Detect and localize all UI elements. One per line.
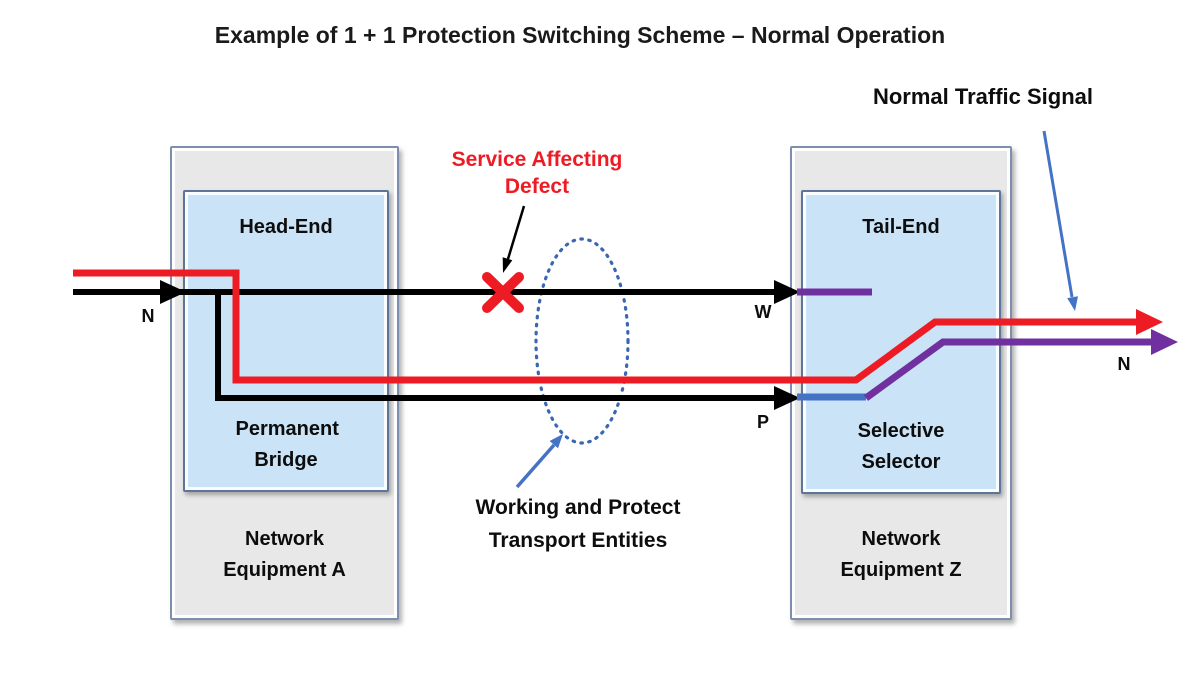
transport-entities-ellipse bbox=[534, 237, 630, 445]
input-signal-label: N bbox=[141, 306, 155, 326]
defect-pointer-arrow bbox=[506, 205, 526, 260]
service-affecting-defect-line1: Service Affecting bbox=[451, 148, 623, 171]
transport-entities-line2: Transport Entities bbox=[488, 529, 668, 552]
selective-selector-label: Selective Selector bbox=[857, 420, 945, 473]
transport-entities-label: Working and Protect Transport Entities bbox=[428, 491, 728, 557]
transport-entities-line1: Working and Protect bbox=[475, 496, 681, 519]
traffic-pointer-arrowhead-icon bbox=[1067, 296, 1078, 311]
red-output-arrowhead-icon bbox=[1136, 309, 1163, 335]
protection-signal-label: P bbox=[756, 412, 769, 432]
defect-pointer-arrowhead-icon bbox=[502, 257, 513, 273]
head-end-label: Head-End bbox=[239, 216, 333, 238]
traffic-pointer-arrow bbox=[1042, 130, 1074, 298]
defect-x-icon bbox=[482, 272, 524, 313]
network-equipment-z-label: Network Equipment Z bbox=[840, 528, 962, 581]
network-equipment-a-label: Network Equipment A bbox=[223, 528, 346, 581]
tail-end-box: Tail-End Selective Selector bbox=[801, 190, 1001, 494]
network-equipment-a-box: Head-End Permanent Bridge Network Equipm… bbox=[170, 146, 399, 620]
service-affecting-defect-label: Service Affecting Defect bbox=[412, 146, 662, 200]
head-end-box: Head-End Permanent Bridge bbox=[183, 190, 389, 492]
ellipse-pointer-arrowhead-icon bbox=[549, 434, 563, 449]
tail-end-label: Tail-End bbox=[862, 216, 940, 238]
ellipse-pointer-arrow bbox=[515, 443, 556, 489]
normal-traffic-signal-label: Normal Traffic Signal bbox=[872, 84, 1094, 109]
permanent-bridge-label: Permanent Bridge bbox=[235, 418, 339, 471]
working-signal-label: W bbox=[754, 302, 772, 322]
purple-output-arrowhead-icon bbox=[1151, 329, 1178, 355]
network-equipment-z-box: Tail-End Selective Selector Network Equi… bbox=[790, 146, 1012, 620]
page-title: Example of 1 + 1 Protection Switching Sc… bbox=[214, 22, 946, 48]
output-signal-label: N bbox=[1117, 354, 1131, 374]
service-affecting-defect-line2: Defect bbox=[504, 175, 570, 198]
